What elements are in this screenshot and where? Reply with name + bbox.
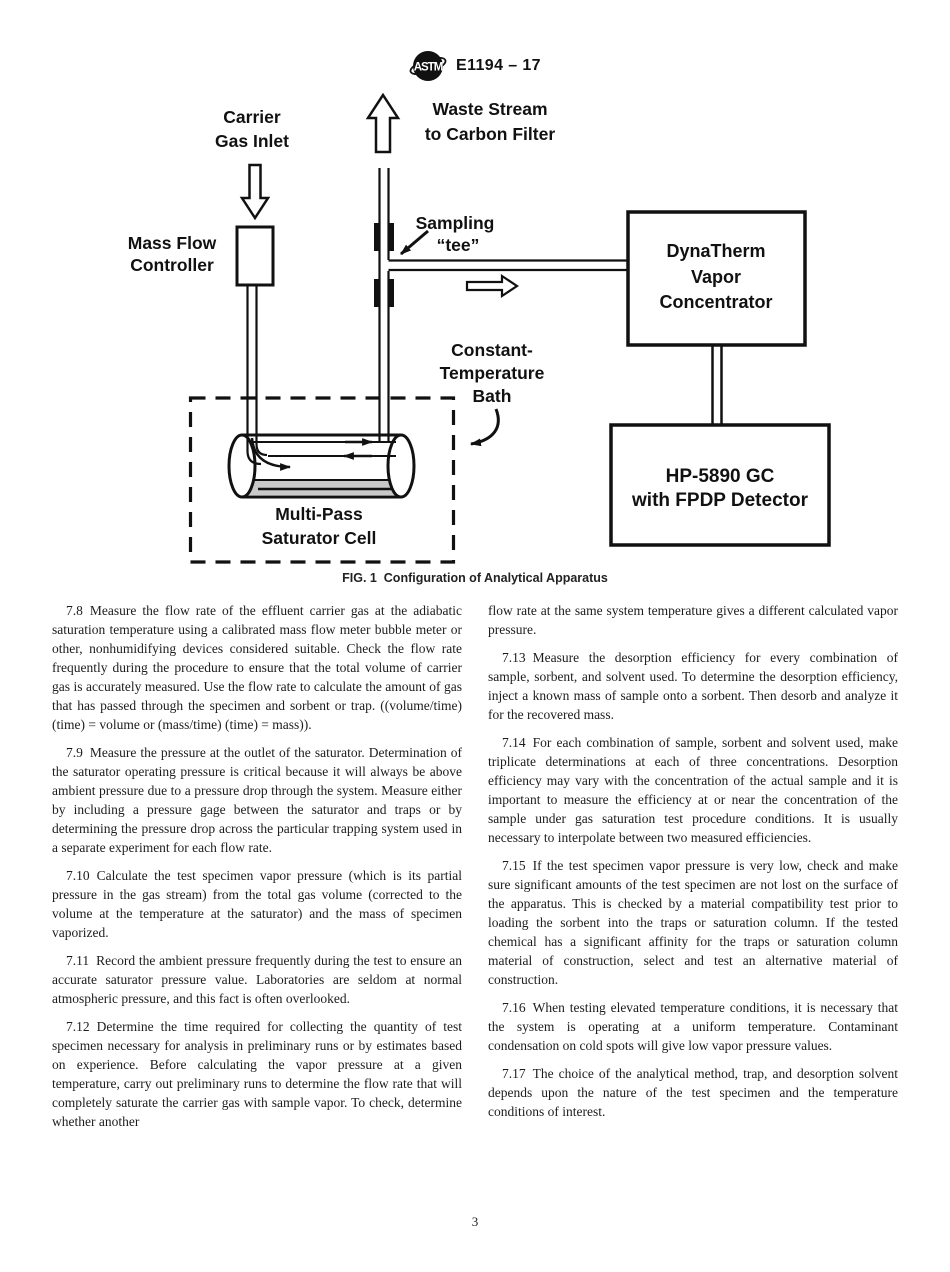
sampling-tee-label: Sampling — [416, 213, 495, 233]
dynatherm-label: Concentrator — [659, 292, 772, 312]
section-number: 7.10 — [66, 868, 90, 883]
mass-flow-controller-label: Controller — [130, 255, 214, 275]
section-text: flow rate at the same system temperature… — [488, 603, 898, 637]
mass-flow-controller-label: Mass Flow — [128, 233, 217, 253]
section-text: Calculate the test specimen vapor pressu… — [52, 868, 462, 940]
bath-label: Temperature — [440, 363, 545, 383]
dynatherm-label: DynaTherm — [666, 241, 765, 261]
section-text: Determine the time required for collecti… — [52, 1019, 462, 1129]
section-number: 7.15 — [502, 858, 526, 873]
section-text: When testing elevated temperature condit… — [488, 1000, 898, 1053]
page-header: ASTM E1194 – 17 — [0, 46, 950, 86]
gc-box — [609, 423, 831, 547]
section-text: The choice of the analytical method, tra… — [488, 1066, 898, 1119]
mass-flow-controller-box — [235, 225, 275, 287]
gc-label: HP-5890 GC — [666, 466, 775, 487]
astm-logo-text: ASTM — [414, 62, 443, 74]
section-text: If the test specimen vapor pressure is v… — [488, 858, 898, 987]
waste-stream-label: to Carbon Filter — [425, 124, 555, 144]
right-column: flow rate at the same system temperature… — [488, 601, 898, 1140]
figure-1-diagram: Carrier Gas Inlet Mass Flow Controller W… — [128, 92, 831, 585]
gc-label: with FPDP Detector — [631, 490, 809, 511]
astm-logo-icon: ASTM — [409, 51, 447, 81]
section-number: 7.9 — [66, 745, 83, 760]
tee-to-concentrator-pipe — [388, 259, 628, 272]
bath-label: Bath — [473, 386, 512, 406]
section-number: 7.16 — [502, 1000, 526, 1015]
sampling-tee-pointer-arrow — [400, 229, 429, 256]
flow-arrow-inlet-right — [250, 437, 292, 471]
section-text: Record the ambient pressure frequently d… — [52, 953, 462, 1006]
section-number: 7.14 — [502, 735, 526, 750]
dynatherm-label: Vapor — [691, 267, 741, 287]
dynatherm-box — [626, 210, 807, 347]
flow-direction-right-arrow — [465, 273, 519, 299]
section-text: Measure the desorption efficiency for ev… — [488, 650, 898, 722]
paragraph-7-12-continued: flow rate at the same system temperature… — [488, 601, 898, 639]
sampling-tee-label: “tee” — [437, 235, 480, 255]
carrier-gas-inlet-label: Carrier — [223, 107, 281, 127]
section-number: 7.12 — [66, 1019, 90, 1034]
section-text: For each combination of sample, sorbent … — [488, 735, 898, 845]
standard-designation: E1194 – 17 — [456, 57, 541, 74]
saturator-cell-label: Saturator Cell — [262, 528, 377, 548]
saturator-liquid — [233, 480, 411, 495]
section-number: 7.11 — [66, 953, 90, 968]
section-number: 7.13 — [502, 650, 526, 665]
section-text: Measure the flow rate of the effluent ca… — [52, 603, 462, 732]
section-number: 7.17 — [502, 1066, 526, 1081]
bath-dashed-outline — [188, 396, 456, 564]
bath-label: Constant- — [451, 340, 533, 360]
bath-pointer-arrow — [469, 408, 500, 447]
figure-caption: FIG. 1 Configuration of Analytical Appar… — [342, 571, 608, 585]
saturator-cell-label: Multi-Pass — [275, 504, 363, 524]
waste-stream-label: Waste Stream — [432, 99, 547, 119]
waste-pipe — [378, 168, 390, 442]
carrier-gas-inlet-label: Gas Inlet — [215, 131, 289, 151]
page-number: 3 — [471, 1214, 479, 1229]
concentrator-to-gc-pipe — [711, 345, 723, 425]
section-number: 7.8 — [66, 603, 83, 618]
pipe-fittings — [374, 223, 394, 307]
section-text: Measure the pressure at the outlet of th… — [52, 745, 462, 855]
inlet-pipe — [246, 285, 268, 466]
saturator-cylinder — [227, 433, 416, 499]
carrier-gas-down-arrow — [239, 163, 271, 221]
waste-stream-up-arrow — [365, 92, 401, 154]
